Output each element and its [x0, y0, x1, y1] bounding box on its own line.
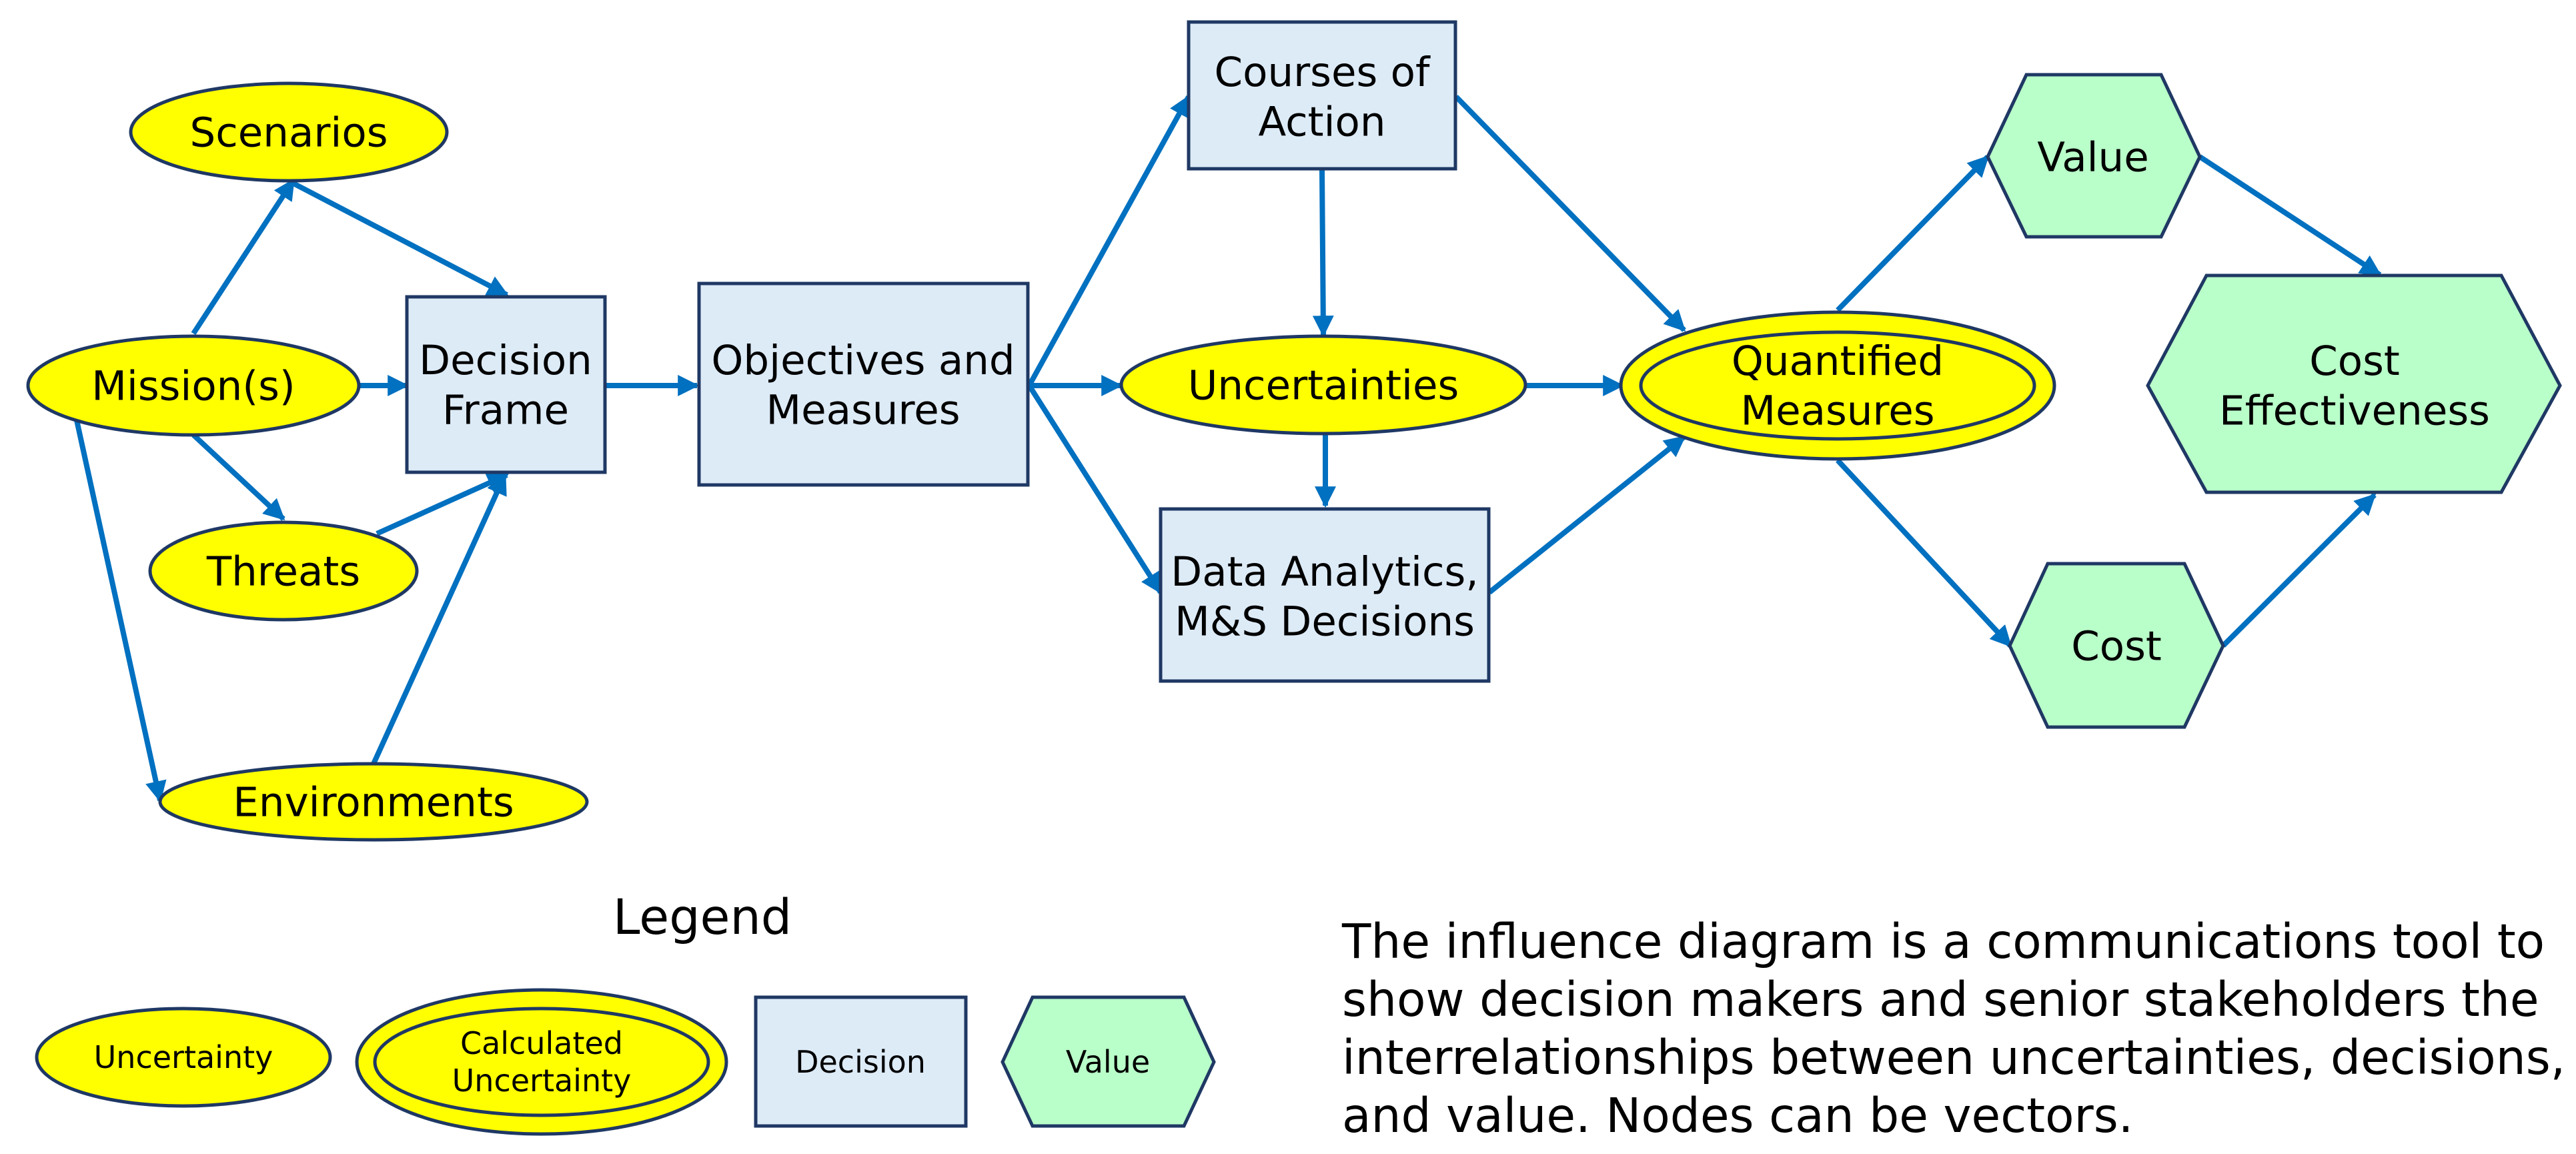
- legend-value-label: Value: [1066, 1044, 1150, 1080]
- label-line: Value: [2037, 133, 2149, 181]
- value-node-shape: [2008, 562, 2225, 729]
- decision-node-shape: [1159, 507, 1491, 683]
- edge-objectives-data-analytics: [1027, 384, 1163, 594]
- label-line: Threats: [206, 548, 360, 595]
- calculated-uncertainty-inner-shape: [1639, 330, 2036, 441]
- legend-value-shape: [1001, 995, 1216, 1128]
- node-data-analytics-label: Data Analytics,M&S Decisions: [1171, 548, 1478, 645]
- legend-uncertainty: Uncertainty: [35, 1007, 332, 1108]
- label-line: Decision: [419, 337, 592, 384]
- node-data-analytics: Data Analytics,M&S Decisions: [1159, 507, 1491, 683]
- description-line: and value. Nodes can be vectors.: [1342, 1088, 2134, 1143]
- legend-decision-label: Decision: [795, 1044, 926, 1080]
- legend-uncertainty-shape: [35, 1007, 332, 1108]
- edge-scenarios-decision-frame: [292, 181, 509, 298]
- legend-decision-shape: [754, 995, 968, 1128]
- node-cost: Cost: [2008, 562, 2225, 729]
- node-uncertainties: Uncertainties: [1119, 334, 1527, 436]
- uncertainty-node-shape: [26, 334, 361, 437]
- label-line: Mission(s): [91, 362, 295, 410]
- edge-courses-uncertainties: [1312, 169, 1334, 338]
- label-line: Objectives and: [711, 337, 1015, 384]
- uncertainty-node-shape: [158, 762, 589, 842]
- node-value-label: Value: [2037, 133, 2149, 181]
- node-uncertainties-label: Uncertainties: [1188, 362, 1459, 409]
- edge-courses-quantified: [1454, 95, 1686, 332]
- node-value: Value: [1986, 73, 2202, 239]
- legend-uncertainty-label: Uncertainty: [94, 1039, 273, 1075]
- label-line: Uncertainty: [94, 1039, 273, 1075]
- edges: [74, 95, 2382, 803]
- node-scenarios-label: Scenarios: [190, 109, 388, 156]
- uncertainty-node-shape: [129, 81, 449, 183]
- node-environments: Environments: [158, 762, 589, 842]
- uncertainty-node-shape: [1119, 334, 1527, 436]
- decision-node-shape: [405, 295, 607, 474]
- label-line: Value: [1066, 1044, 1150, 1080]
- legend-decision: Decision: [754, 995, 968, 1128]
- edge-threats-decision-frame: [376, 472, 509, 536]
- node-cost-label: Cost: [2071, 622, 2162, 670]
- label-line: Cost: [2309, 338, 2400, 385]
- uncertainty-node-shape: [148, 520, 419, 622]
- label-line: M&S Decisions: [1175, 598, 1475, 646]
- edge-missions-scenarios: [191, 178, 296, 336]
- decision-node-shape: [697, 281, 1030, 487]
- description-line: The influence diagram is a communication…: [1342, 914, 2545, 969]
- node-missions-label: Mission(s): [91, 362, 295, 410]
- description-line: show decision makers and senior stakehol…: [1342, 972, 2539, 1027]
- label-line: Effectiveness: [2219, 388, 2490, 435]
- edge-data-analytics-quantified: [1487, 434, 1686, 595]
- label-line: Decision: [795, 1044, 926, 1080]
- label-line: Calculated: [460, 1025, 623, 1061]
- node-environments-label: Environments: [233, 778, 514, 826]
- edge-cost-cost-effectiveness: [2221, 493, 2377, 648]
- legend-calculated-inner-shape: [373, 1007, 710, 1117]
- label-line: Frame: [442, 387, 569, 434]
- description-line: interrelationships between uncertainties…: [1342, 1030, 2566, 1085]
- label-line: Scenarios: [190, 109, 388, 156]
- node-threats: Threats: [148, 520, 419, 622]
- edge-missions-threats: [191, 433, 285, 521]
- label-line: Quantified: [1732, 338, 1944, 385]
- label-line: Data Analytics,: [1171, 548, 1478, 596]
- label-line: Uncertainties: [1188, 362, 1459, 409]
- label-line: Measures: [1740, 388, 1934, 435]
- label-line: Uncertainty: [452, 1063, 632, 1099]
- edge-objectives-courses: [1027, 95, 1191, 387]
- legend-value: Value: [1001, 995, 1216, 1128]
- edge-quantified-value: [1836, 155, 1990, 312]
- edge-value-cost-effectiveness: [2198, 154, 2382, 277]
- node-scenarios: Scenarios: [129, 81, 449, 183]
- description-paragraph: The influence diagram is a communication…: [1342, 913, 2566, 1145]
- label-line: Action: [1258, 99, 1385, 146]
- node-missions: Mission(s): [26, 334, 361, 437]
- edge-quantified-cost: [1836, 458, 2012, 648]
- value-node-shape: [1986, 73, 2202, 239]
- node-threats-label: Threats: [206, 548, 360, 595]
- label-line: Environments: [233, 778, 514, 826]
- edge-environments-decision-frame: [371, 473, 508, 765]
- value-node-shape: [2146, 273, 2562, 494]
- label-line: Courses of: [1215, 49, 1431, 96]
- label-line: Measures: [766, 387, 960, 434]
- edge-missions-environments: [74, 420, 167, 803]
- label-line: Cost: [2071, 622, 2162, 670]
- decision-node-shape: [1187, 20, 1457, 171]
- legend-title: Legend: [613, 889, 792, 946]
